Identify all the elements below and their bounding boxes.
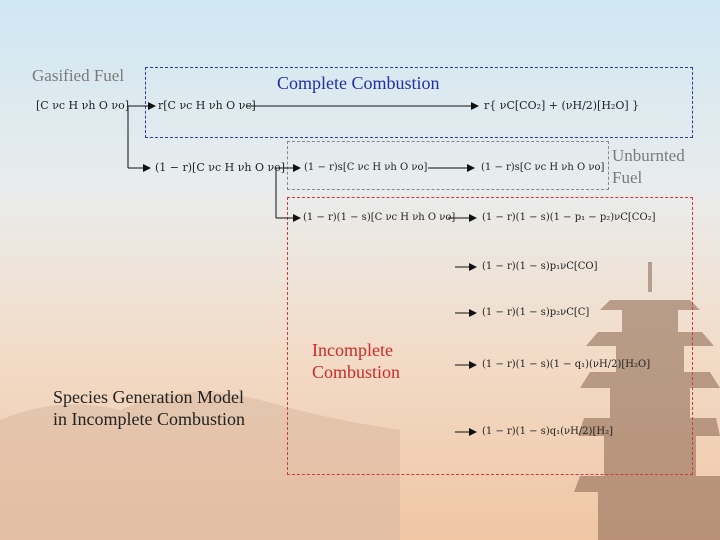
- complete-combustion-label: Complete Combustion: [277, 73, 440, 93]
- complete-combustion-box: [145, 67, 693, 138]
- incomplete-combustion-label-line2: Combustion: [312, 362, 401, 382]
- pagoda-silhouette: [574, 262, 720, 540]
- unburnt-fuel-label-line1: Unburnted: [612, 146, 685, 165]
- unburnt-fuel-label-line2: Fuel: [612, 168, 643, 187]
- model-title-line2: in Incomplete Combustion: [53, 409, 245, 429]
- mountain-silhouette: [0, 392, 400, 540]
- incomplete-combustion-box: [287, 197, 693, 475]
- co2-product-formula: (1 − r)(1 − s)(1 − p₁ − p₂)νC[CO₂]: [482, 212, 656, 223]
- unburnt-fuel-formula-2: (1 − r)s[C νc H νh O νo]: [304, 162, 428, 173]
- unburnt-fuel-box: [287, 141, 609, 190]
- h2-product-formula: (1 − r)(1 − s)q₁(νH/2)[H₂]: [482, 426, 613, 437]
- model-title-line1: Species Generation Model: [53, 387, 244, 407]
- c-product-formula: (1 − r)(1 − s)p₂νC[C]: [482, 307, 590, 318]
- fuel-formula: [C νc H νh O νo]: [36, 99, 130, 112]
- incomplete-combustion-label-line1: Incomplete: [312, 340, 393, 360]
- gasified-fuel-label: Gasified Fuel: [32, 66, 125, 85]
- co-product-formula: (1 − r)(1 − s)p₁νC[CO]: [482, 261, 598, 272]
- unburnt-fuel-formula-3: (1 − r)s[C νc H νh O νo]: [481, 162, 605, 173]
- complete-products-formula: r{ νC[CO₂] + (νH/2)[H₂O] }: [484, 99, 640, 112]
- unburnt-fuel-formula-1: (1 − r)[C νc H νh O νo]: [155, 161, 286, 174]
- h2o-product-formula: (1 − r)(1 − s)(1 − q₁)(νH/2)[H₂O]: [482, 359, 651, 370]
- incomplete-fuel-formula: (1 − r)(1 − s)[C νc H νh O νo]: [303, 212, 456, 223]
- complete-fuel-formula: r[C νc H νh O νc]: [158, 99, 256, 112]
